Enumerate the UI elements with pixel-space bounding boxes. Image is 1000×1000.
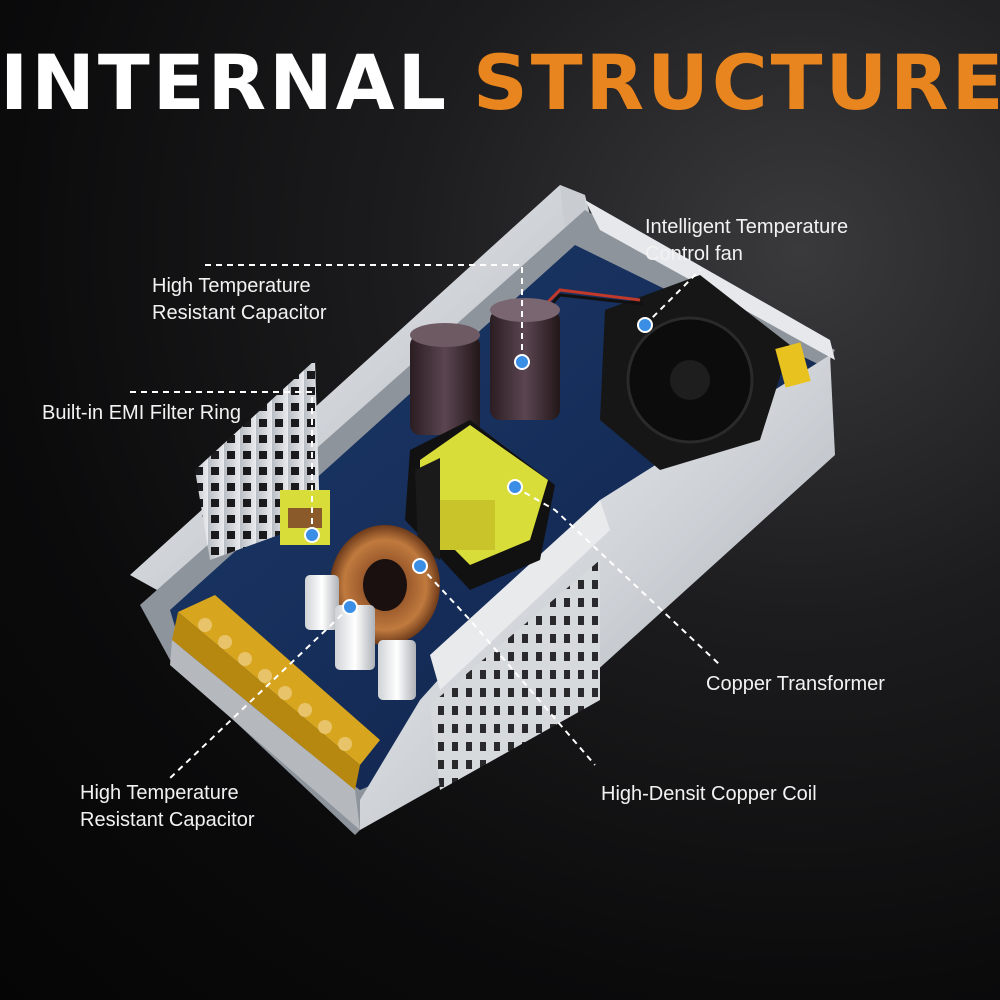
callout-fan-line2: Control fan xyxy=(645,243,743,265)
callout-copper-coil-line1: High-Densit Copper Coil xyxy=(601,783,817,805)
callout-bottom-capacitor-line1: High Temperature xyxy=(80,782,239,804)
callout-transformer-line1: Copper Transformer xyxy=(706,673,885,695)
markers xyxy=(304,317,653,615)
callout-bottom-capacitor: High Temperature Resistant Capacitor xyxy=(80,780,255,834)
callout-top-capacitor-line1: High Temperature xyxy=(152,275,311,297)
copper-transformer xyxy=(405,420,555,590)
marker-fan xyxy=(637,317,653,333)
callout-top-capacitor-line2: Resistant Capacitor xyxy=(152,302,327,324)
callout-bottom-capacitor-line2: Resistant Capacitor xyxy=(80,809,255,831)
marker-bottom-capacitor xyxy=(342,599,358,615)
callout-fan-line1: Intelligent Temperature xyxy=(645,216,849,238)
output-capacitors xyxy=(305,575,416,700)
leader-fan xyxy=(644,269,701,326)
callout-emi-filter-line1: Built-in EMI Filter Ring xyxy=(42,402,241,424)
marker-transformer xyxy=(507,479,523,495)
leader-emi-filter xyxy=(130,391,313,535)
leader-copper-coil xyxy=(419,565,596,766)
marker-emi-filter xyxy=(304,527,320,543)
leader-lines xyxy=(130,264,721,781)
title-word-structure: STRUCTURE xyxy=(473,38,1000,127)
marker-copper-coil xyxy=(412,558,428,574)
callout-transformer: Copper Transformer xyxy=(706,671,885,698)
callout-copper-coil: High-Densit Copper Coil xyxy=(601,781,817,808)
leader-bottom-capacitor xyxy=(167,606,351,781)
title-word-internal: INTERNAL xyxy=(0,38,450,127)
leader-transformer xyxy=(514,486,721,666)
callout-fan: Intelligent Temperature Control fan xyxy=(645,214,848,268)
callout-emi-filter: Built-in EMI Filter Ring xyxy=(42,400,241,427)
callout-top-capacitor: High Temperature Resistant Capacitor xyxy=(152,273,327,327)
marker-top-capacitor xyxy=(514,354,530,370)
terminal-block xyxy=(172,595,380,790)
